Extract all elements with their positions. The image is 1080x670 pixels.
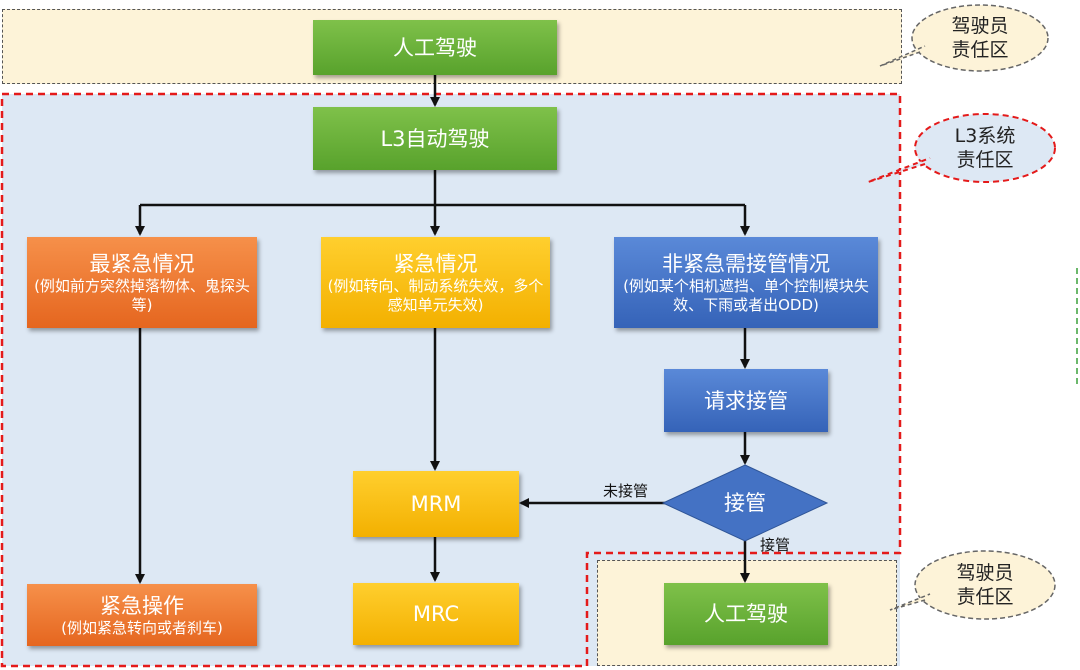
node-manual-drive-top-label: 人工驾驶 [393, 35, 477, 60]
node-most-urgent-title: 最紧急情况 [89, 251, 195, 276]
node-urgent-sub: (例如转向、制动系统失效，多个感知单元失效) [327, 276, 544, 314]
node-emergency-operation: 紧急操作 (例如紧急转向或者刹车) [27, 584, 257, 646]
takeover-decision-diamond [661, 464, 829, 542]
node-l3-auto-drive-label: L3自动驾驶 [380, 126, 490, 151]
node-request-takeover-label: 请求接管 [704, 388, 788, 413]
node-mrm-label: MRM [410, 492, 462, 516]
node-emergency-operation-title: 紧急操作 [100, 593, 184, 618]
node-mrc: MRC [353, 583, 519, 645]
node-request-takeover: 请求接管 [664, 369, 828, 432]
node-urgent-title: 紧急情况 [393, 251, 478, 276]
node-emergency-operation-sub: (例如紧急转向或者刹车) [61, 618, 223, 637]
cloud-driver-top [879, 4, 1049, 72]
cloud-l3 [867, 113, 1056, 183]
node-mrc-label: MRC [412, 602, 460, 626]
edge-label-not-taken-over: 未接管 [603, 482, 649, 500]
node-manual-drive-bottom-label: 人工驾驶 [704, 602, 788, 626]
node-mrm: MRM [353, 471, 519, 537]
edge-label-taken-over: 接管 [760, 536, 791, 554]
driver-top-zone-label: 驾驶员 责任区 [951, 15, 1009, 61]
cloud-driver-bottom [889, 550, 1056, 620]
node-urgent: 紧急情况 (例如转向、制动系统失效，多个感知单元失效) [321, 237, 550, 328]
node-manual-drive-top: 人工驾驶 [313, 20, 557, 75]
node-most-urgent: 最紧急情况 (例如前方突然掉落物体、鬼探头等) [27, 237, 257, 328]
l3-zone-border [0, 92, 902, 668]
l3-zone-label: L3系统 责任区 [954, 125, 1016, 171]
node-non-urgent: 非紧急需接管情况 (例如某个相机遮挡、单个控制模块失效、下雨或者出ODD) [614, 237, 878, 328]
node-manual-drive-bottom: 人工驾驶 [664, 583, 828, 645]
node-non-urgent-title: 非紧急需接管情况 [662, 251, 830, 276]
node-non-urgent-sub: (例如某个相机遮挡、单个控制模块失效、下雨或者出ODD) [623, 276, 869, 314]
node-most-urgent-sub: (例如前方突然掉落物体、鬼探头等) [34, 276, 250, 314]
node-l3-auto-drive: L3自动驾驶 [313, 107, 557, 170]
driver-bottom-zone-label: 驾驶员 责任区 [956, 562, 1014, 608]
takeover-decision-label: 接管 [724, 491, 766, 515]
